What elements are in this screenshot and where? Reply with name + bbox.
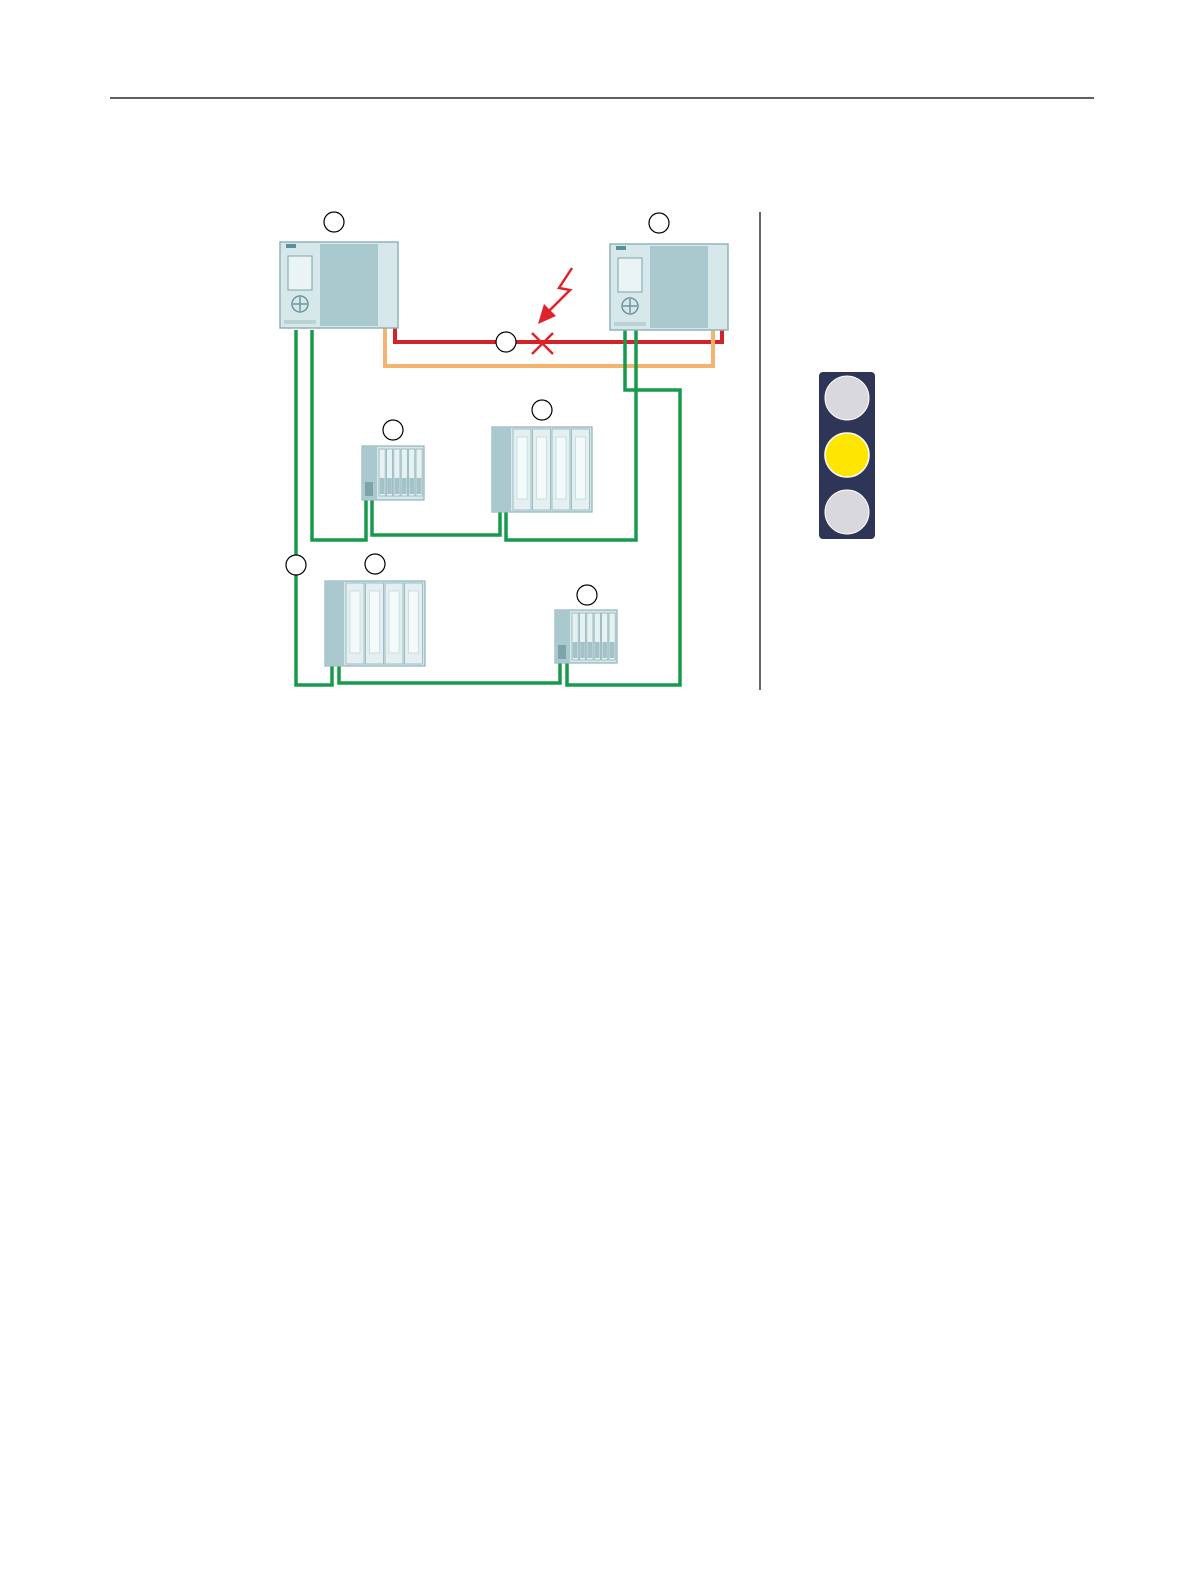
io-device-et200mp-2 xyxy=(325,581,425,666)
cpu-left xyxy=(280,242,398,328)
io-module-window xyxy=(576,437,586,499)
lamp-bottom xyxy=(825,490,869,534)
io-module-window xyxy=(517,437,527,499)
callout-io-device-1 xyxy=(383,420,403,440)
io-module-window xyxy=(389,591,399,653)
callout-io-device-4 xyxy=(577,585,597,605)
system-state-indicator xyxy=(819,372,875,539)
cpu-right xyxy=(610,244,728,330)
callout-cpu-right xyxy=(649,213,669,233)
io-module-window xyxy=(409,591,419,653)
sync-link-intact xyxy=(385,328,713,366)
io-module-slice-terminal xyxy=(402,478,407,494)
io-module-window xyxy=(556,437,566,499)
callout-profinet-ring xyxy=(286,555,306,575)
io-module-slice-terminal xyxy=(595,642,600,658)
io-module-window xyxy=(350,591,360,653)
io-module-window xyxy=(370,591,380,653)
io-module-slice-terminal xyxy=(395,478,400,494)
io-device-et200sp-2 xyxy=(555,610,617,663)
io-module-window xyxy=(537,437,547,499)
io-module-slice-terminal xyxy=(588,642,593,658)
io-module-slice-terminal xyxy=(380,478,385,494)
callout-sync-link xyxy=(496,332,516,352)
io-module-slice-terminal xyxy=(602,642,607,658)
io-module-slice-terminal xyxy=(610,642,615,658)
io-module-slice-terminal xyxy=(573,642,578,658)
lamp-top xyxy=(825,376,869,420)
lightning-icon xyxy=(538,268,572,324)
io-module-slice-terminal xyxy=(409,478,414,494)
callout-cpu-left xyxy=(324,212,344,232)
io-module-slice-terminal xyxy=(417,478,422,494)
io-device-et200sp-1 xyxy=(362,446,424,500)
io-device-et200mp-1 xyxy=(492,427,592,512)
callout-io-device-3 xyxy=(365,554,385,574)
io-module-slice-terminal xyxy=(387,478,392,494)
io-module-slice-terminal xyxy=(580,642,585,658)
lamp-middle xyxy=(825,433,869,477)
callout-io-device-2 xyxy=(532,400,552,420)
